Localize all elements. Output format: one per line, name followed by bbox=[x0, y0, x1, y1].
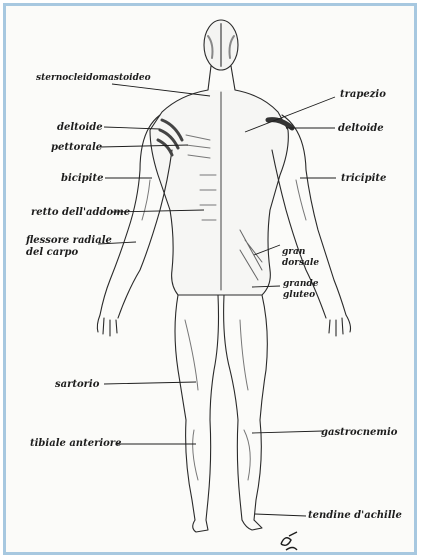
right-foot bbox=[242, 520, 262, 530]
leader-sartorio bbox=[104, 382, 196, 384]
right-hand bbox=[329, 315, 351, 336]
leader-gastrocnemio bbox=[252, 431, 323, 433]
label-retto-addome: retto dell'addome bbox=[31, 207, 130, 218]
label-gluteo-2: gluteo bbox=[283, 290, 315, 300]
right-leg bbox=[224, 295, 268, 520]
label-tendine-achille: tendine d'achille bbox=[308, 510, 402, 521]
label-flessore-1: flessore radiale bbox=[25, 235, 112, 246]
label-sartorio: sartorio bbox=[55, 379, 100, 390]
label-pettorale: pettorale bbox=[51, 142, 102, 153]
leader-tendine bbox=[255, 514, 306, 516]
label-bicipite: bicipite bbox=[61, 173, 103, 184]
human-figure bbox=[97, 20, 350, 532]
left-leg bbox=[175, 295, 219, 520]
label-deltoide-right: deltoide bbox=[338, 123, 384, 134]
label-tricipite: tricipite bbox=[341, 173, 386, 184]
label-trapezio: trapezio bbox=[340, 89, 386, 100]
label-flessore-2: del carpo bbox=[26, 247, 78, 258]
label-deltoide-left: deltoide bbox=[57, 122, 103, 133]
label-gastrocnemio: gastrocnemio bbox=[321, 427, 398, 438]
label-sternocleidomastoideo: sternocleidomastoideo bbox=[36, 73, 151, 83]
label-gran-1: gran bbox=[282, 247, 305, 257]
label-tibiale-anteriore: tibiale anteriore bbox=[30, 438, 121, 449]
leader-sternocleido bbox=[112, 84, 210, 96]
left-foot bbox=[193, 520, 208, 532]
left-hand bbox=[97, 315, 117, 336]
signature-mark bbox=[281, 532, 297, 550]
label-dorsale-2: dorsale bbox=[282, 258, 319, 268]
label-grande-1: grande bbox=[283, 279, 319, 289]
